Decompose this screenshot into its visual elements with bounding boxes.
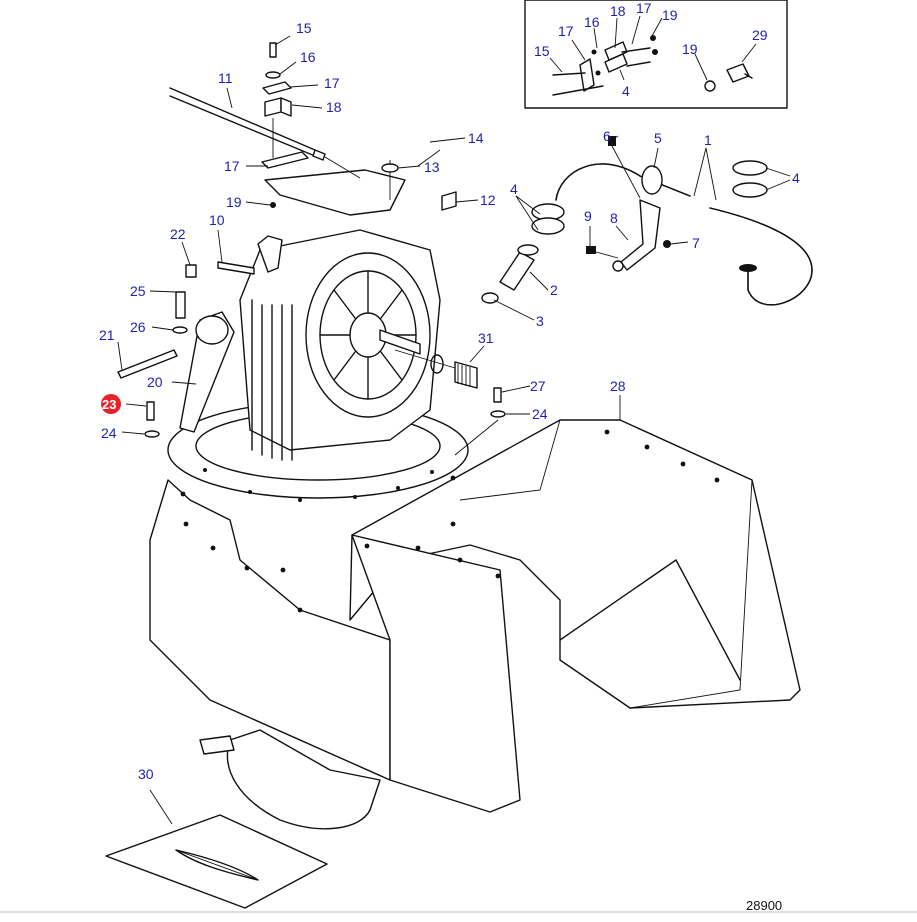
cover-plate (105, 814, 328, 909)
callout-22: 22 (170, 226, 186, 242)
callout-21: 21 (99, 327, 115, 343)
inset-label-4: 4 (622, 83, 630, 99)
inset-label-15: 15 (534, 43, 550, 59)
callout-17-mid: 17 (224, 158, 240, 174)
inset-label-18: 18 (610, 3, 626, 19)
inset-label-17: 17 (558, 23, 574, 39)
callout-2: 2 (550, 282, 558, 298)
callout-13: 13 (424, 159, 440, 175)
callout-17-top: 17 (324, 75, 340, 91)
callout-12: 12 (480, 192, 496, 208)
callouts: 15 16 17 18 11 14 13 12 17 19 22 10 25 2… (99, 20, 800, 913)
callout-11: 11 (218, 70, 233, 86)
callout-16: 16 (300, 49, 316, 65)
callout-4-right: 4 (792, 170, 800, 186)
detail-inset: 15 16 17 18 17 19 4 19 29 (524, 0, 788, 109)
callout-1: 1 (704, 132, 712, 148)
callout-26: 26 (130, 319, 146, 335)
inset-label-29: 29 (752, 27, 768, 43)
callout-24-right: 24 (532, 406, 548, 422)
callout-24-left: 24 (101, 425, 117, 441)
inset-label-16: 16 (584, 14, 600, 30)
callout-28: 28 (610, 378, 626, 394)
callout-7: 7 (692, 235, 700, 251)
control-cable (169, 87, 361, 179)
gear-housing (117, 229, 506, 499)
top-bracket-hardware (261, 42, 457, 216)
callout-4-left: 4 (510, 181, 518, 197)
callout-3: 3 (536, 313, 544, 329)
inset-label-19b: 19 (682, 41, 698, 57)
highlight-marker[interactable] (101, 394, 121, 414)
inset-label-19: 19 (662, 7, 678, 23)
callout-8: 8 (610, 210, 618, 226)
callout-18: 18 (326, 99, 342, 115)
figure-number: 28900 (746, 898, 782, 913)
callout-9: 9 (584, 208, 592, 224)
callout-15: 15 (296, 20, 312, 36)
callout-10: 10 (209, 212, 225, 228)
callout-14: 14 (468, 130, 484, 146)
callout-25: 25 (130, 283, 146, 299)
callout-20: 20 (147, 374, 163, 390)
inset-label-17b: 17 (636, 0, 652, 16)
leader-lines (117, 35, 791, 825)
cooling-hoses (481, 136, 813, 306)
callout-5: 5 (654, 130, 662, 146)
callout-27: 27 (530, 378, 546, 394)
callout-19: 19 (226, 194, 242, 210)
callout-30: 30 (138, 766, 154, 782)
callout-23[interactable]: 23 (102, 397, 116, 412)
callout-6: 6 (603, 128, 611, 144)
engine-bed (149, 419, 801, 830)
callout-31: 31 (478, 330, 494, 346)
